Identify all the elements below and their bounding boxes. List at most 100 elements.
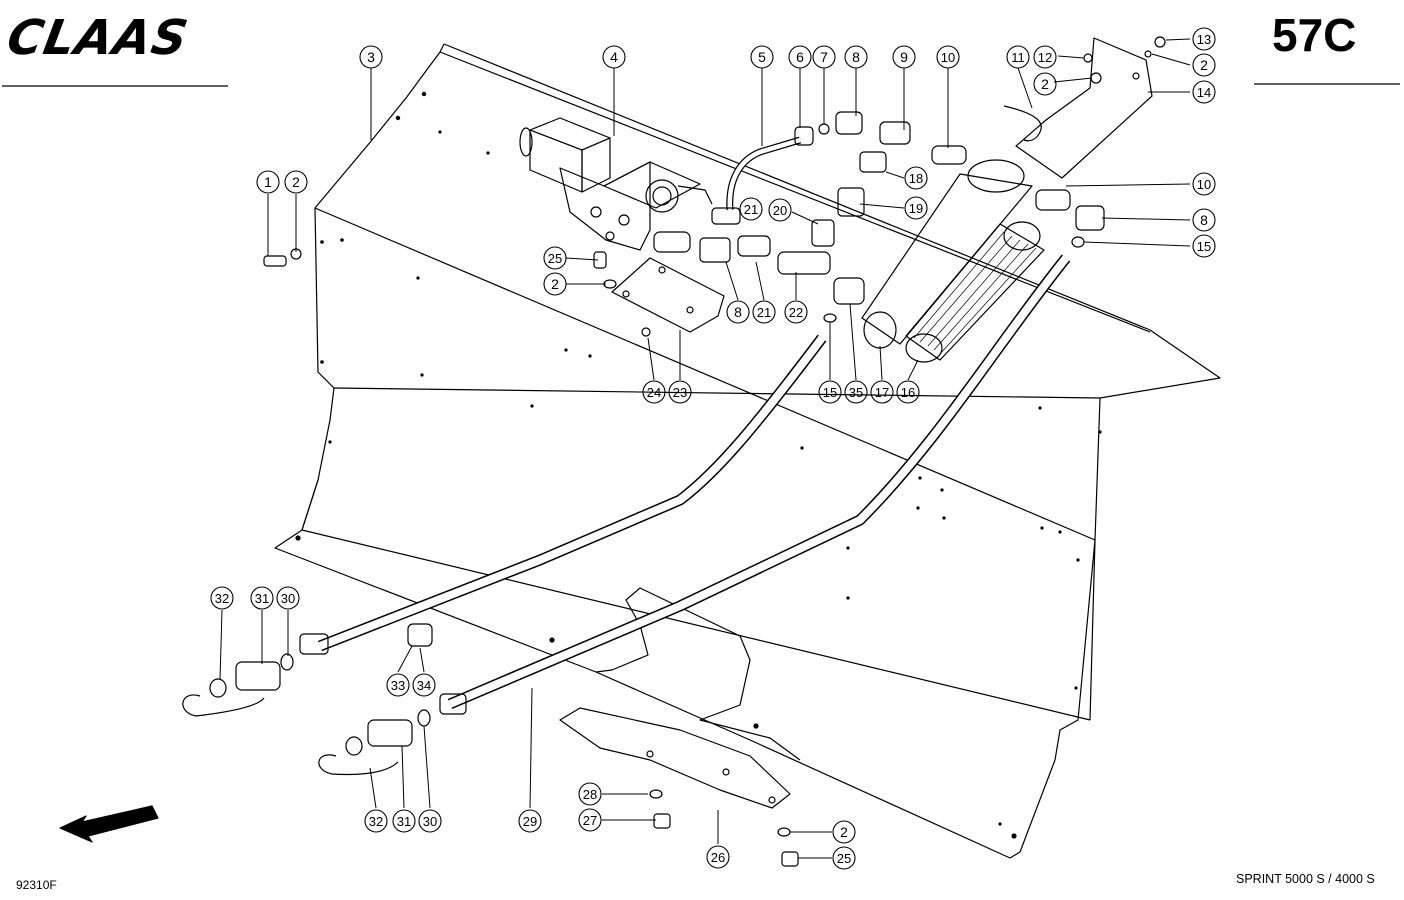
svg-text:8: 8 (852, 49, 860, 65)
callout-21: 21 (739, 197, 763, 221)
callout-31: 31 (392, 809, 416, 833)
callout-26: 26 (706, 845, 730, 869)
svg-text:25: 25 (548, 251, 562, 266)
callout-2: 2 (284, 170, 308, 194)
svg-text:30: 30 (281, 591, 295, 606)
svg-text:15: 15 (823, 385, 837, 400)
svg-text:24: 24 (647, 385, 661, 400)
callout-19: 19 (904, 196, 928, 220)
svg-text:12: 12 (1038, 50, 1052, 65)
svg-text:13: 13 (1197, 32, 1211, 47)
svg-text:21: 21 (757, 305, 771, 320)
svg-text:25: 25 (837, 851, 851, 866)
callout-10: 10 (936, 45, 960, 69)
lower-bracket (559, 707, 799, 867)
svg-text:11: 11 (1011, 50, 1025, 65)
callout-25: 25 (543, 246, 567, 270)
svg-text:32: 32 (369, 814, 383, 829)
svg-text:2: 2 (292, 174, 300, 190)
svg-text:5: 5 (758, 49, 766, 65)
svg-text:6: 6 (796, 49, 804, 65)
callout-9: 9 (892, 45, 916, 69)
callout-7: 7 (812, 45, 836, 69)
model-designation: SPRINT 5000 S / 4000 S (1236, 872, 1375, 886)
callout-13: 13 (1192, 27, 1216, 51)
callout-20: 20 (768, 198, 792, 222)
valve-block (519, 117, 713, 251)
mounting-bracket (1003, 36, 1166, 179)
svg-text:16: 16 (901, 385, 915, 400)
svg-text:21: 21 (744, 202, 758, 217)
leader-lines (219, 38, 1191, 859)
callout-18: 18 (904, 166, 928, 190)
callout-27: 27 (578, 808, 602, 832)
callout-bubbles: 3 4 5 6 7 8 9 10 11 12 13 2 2 14 1 2 18 … (210, 27, 1216, 870)
cover-panel (274, 43, 1221, 859)
svg-text:33: 33 (391, 678, 405, 693)
svg-text:9: 9 (900, 49, 908, 65)
svg-text:31: 31 (255, 591, 269, 606)
svg-text:19: 19 (909, 201, 923, 216)
callout-24: 24 (642, 380, 666, 404)
callout-10: 10 (1192, 172, 1216, 196)
drawing-number: 92310F (16, 878, 57, 892)
svg-text:10: 10 (941, 50, 955, 65)
callout-3: 3 (359, 45, 383, 69)
callout-23: 23 (668, 380, 692, 404)
svg-text:2: 2 (551, 276, 559, 292)
callout-8: 8 (726, 300, 750, 324)
callout-30: 30 (276, 586, 300, 610)
callout-12: 12 (1033, 45, 1057, 69)
callout-1: 1 (256, 170, 280, 194)
callout-2: 2 (543, 272, 567, 296)
callout-15: 15 (1192, 234, 1216, 258)
svg-text:29: 29 (523, 814, 537, 829)
filter-pleats (913, 231, 1037, 355)
svg-text:17: 17 (875, 385, 889, 400)
svg-text:28: 28 (583, 787, 597, 802)
callout-28: 28 (578, 782, 602, 806)
callout-4: 4 (602, 45, 626, 69)
callout-31: 31 (250, 586, 274, 610)
callout-32: 32 (364, 809, 388, 833)
svg-text:26: 26 (711, 850, 725, 865)
svg-text:2: 2 (1200, 57, 1208, 73)
callout-29: 29 (518, 809, 542, 833)
svg-text:32: 32 (215, 591, 229, 606)
callout-5: 5 (750, 45, 774, 69)
svg-text:31: 31 (397, 814, 411, 829)
svg-text:2: 2 (1041, 76, 1049, 92)
callout-22: 22 (784, 300, 808, 324)
svg-text:10: 10 (1197, 177, 1211, 192)
callout-2: 2 (1033, 72, 1057, 96)
callout-21: 21 (752, 300, 776, 324)
callout-30: 30 (418, 809, 442, 833)
svg-text:15: 15 (1197, 239, 1211, 254)
svg-text:1: 1 (264, 174, 272, 190)
callout-33: 33 (386, 673, 410, 697)
svg-text:27: 27 (583, 813, 597, 828)
callout-15: 15 (818, 380, 842, 404)
panel-holes (295, 91, 1102, 839)
svg-text:18: 18 (909, 171, 923, 186)
svg-text:34: 34 (417, 678, 431, 693)
orientation-arrow (59, 805, 159, 843)
svg-text:23: 23 (673, 385, 687, 400)
callout-25: 25 (832, 846, 856, 870)
callout-35: 35 (844, 380, 868, 404)
svg-text:20: 20 (773, 203, 787, 218)
callout-17: 17 (870, 380, 894, 404)
callout-11: 11 (1006, 45, 1030, 69)
callout-32: 32 (210, 586, 234, 610)
svg-text:2: 2 (840, 824, 848, 840)
callout-34: 34 (412, 673, 436, 697)
valve-mounting-plate (611, 257, 725, 337)
svg-text:35: 35 (849, 385, 863, 400)
svg-text:3: 3 (367, 49, 375, 65)
callout-8: 8 (844, 45, 868, 69)
couplings (182, 623, 433, 776)
svg-text:30: 30 (423, 814, 437, 829)
callout-6: 6 (788, 45, 812, 69)
